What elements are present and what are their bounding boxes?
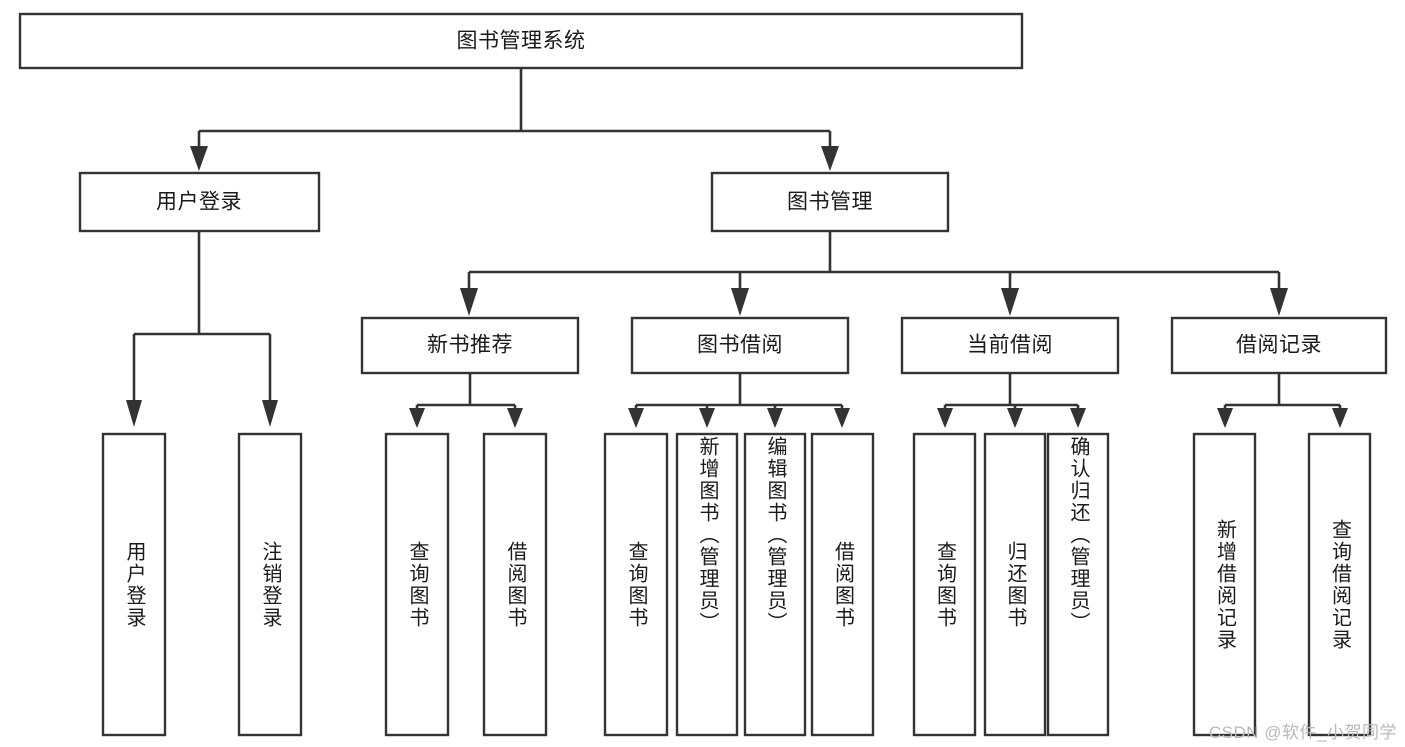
arrow-to-leaf-edit-book [767, 408, 783, 428]
node-root-box[interactable] [18, 12, 1024, 70]
connector-borrow-record-leaves [1217, 373, 1348, 428]
arrow-to-leaf-return-book [1007, 408, 1023, 428]
node-root-label: 图书管理系统 [457, 30, 586, 53]
connector-book-borrow-leaves [628, 373, 850, 428]
node-leaf-add-book-box[interactable] [675, 432, 739, 737]
node-leaf-logout-login-box[interactable] [237, 432, 303, 737]
node-borrow-record-label: 借阅记录 [1236, 334, 1322, 357]
node-leaf-return-book-box[interactable] [983, 432, 1047, 737]
node-new-book-recommend-box[interactable] [360, 316, 580, 375]
node-current-borrow-label: 当前借阅 [967, 334, 1053, 357]
node-leaf-user-login-box[interactable] [101, 432, 167, 737]
connector-new-book-recommend-leaves [409, 373, 523, 428]
connector-user-login-leaves [126, 231, 278, 427]
node-user-login-label: 用户登录 [156, 191, 242, 214]
node-root[interactable]: 图书管理系统 [18, 12, 1024, 70]
node-leaf-borrow-book-1-box[interactable] [482, 432, 548, 737]
arrow-to-leaf-confirm-return [1070, 408, 1086, 428]
arrow-to-leaf-query-book-2 [628, 408, 644, 428]
node-leaf-borrow-book-2-box[interactable] [810, 432, 875, 737]
arrow-to-borrow-record [1270, 288, 1288, 316]
arrow-to-book-borrow [731, 288, 749, 316]
node-leaf-query-book-2-box[interactable] [603, 432, 669, 737]
node-borrow-record[interactable]: 借阅记录 [1170, 316, 1388, 375]
node-book-borrow[interactable]: 图书借阅 [630, 316, 850, 375]
arrow-to-leaf-logout-login [262, 400, 278, 427]
node-user-login-box[interactable] [78, 171, 321, 233]
arrow-to-book-manage [821, 146, 839, 171]
arrow-to-new-book-recommend [460, 288, 478, 316]
arrow-to-user-login [190, 146, 208, 171]
arrow-to-leaf-query-record [1332, 408, 1348, 428]
node-leaf-query-book-3-box[interactable] [912, 432, 977, 737]
connector-root-bus [190, 68, 839, 171]
node-leaf-edit-book-box[interactable] [743, 432, 807, 737]
watermark-text: CSDN @软件_小贺同学 [1208, 723, 1397, 742]
node-leaf-add-record-box[interactable] [1192, 432, 1257, 737]
arrow-to-current-borrow [1001, 288, 1019, 316]
node-current-borrow[interactable]: 当前借阅 [900, 316, 1120, 375]
node-new-book-recommend[interactable]: 新书推荐 [360, 316, 580, 375]
arrow-to-leaf-add-book [699, 408, 715, 428]
node-leaf-confirm-return-box[interactable] [1046, 432, 1110, 737]
arrow-to-leaf-user-login [126, 400, 142, 427]
arrow-to-leaf-add-record [1217, 408, 1233, 428]
node-current-borrow-box[interactable] [900, 316, 1120, 375]
node-book-manage-label: 图书管理 [787, 191, 873, 214]
node-leaf-query-record-box[interactable] [1307, 432, 1372, 737]
arrow-to-leaf-query-book-1 [409, 408, 425, 428]
node-leaf-query-book-1-box[interactable] [384, 432, 450, 737]
node-book-borrow-label: 图书借阅 [697, 334, 783, 357]
node-new-book-recommend-label: 新书推荐 [427, 334, 513, 357]
node-book-manage[interactable]: 图书管理 [710, 171, 950, 233]
connector-current-borrow-leaves [937, 373, 1086, 428]
arrow-to-leaf-borrow-book-1 [507, 408, 523, 428]
node-user-login[interactable]: 用户登录 [78, 171, 321, 233]
arrow-to-leaf-query-book-3 [937, 408, 953, 428]
connector-book-manage-bus [460, 231, 1288, 316]
arrow-to-leaf-borrow-book-2 [834, 408, 850, 428]
